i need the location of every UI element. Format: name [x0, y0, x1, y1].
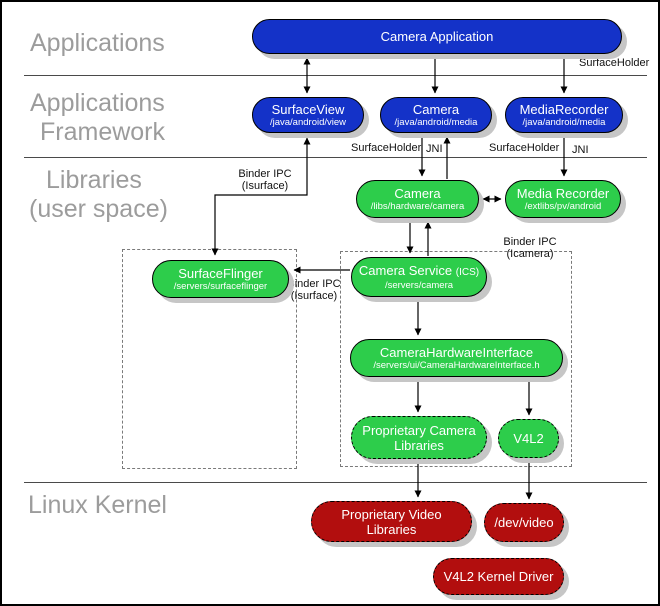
node-surfaceview-title: SurfaceView [271, 102, 345, 117]
node-mediarecorder-api: MediaRecorder /java/android/media [505, 97, 623, 133]
label-surfaceholder-recorder: SurfaceHolder [489, 142, 560, 154]
node-proprietary-camera-libraries: Proprietary Camera Libraries [351, 416, 487, 459]
label-binder-ipc-icamera-line2: (Icamera) [506, 248, 554, 260]
separator-libraries-kernel [24, 482, 647, 483]
node-camera-service: Camera Service (ICS) /servers/camera [351, 257, 487, 297]
edge-surfaceview-surfaceflinger [211, 137, 311, 256]
label-surfaceholder-camera: SurfaceHolder [351, 142, 422, 154]
node-camera-api-title: Camera [412, 102, 460, 117]
node-surfaceview: SurfaceView /java/android/view [252, 97, 364, 133]
node-chi-title: CameraHardwareInterface [379, 345, 534, 360]
label-binder-ipc-isurface-mid-line2: (Isurface) [290, 290, 338, 302]
node-dev-video: /dev/video [484, 503, 564, 542]
node-camera-service-subtitle: /servers/camera [384, 280, 454, 291]
layer-label-kernel: Linux Kernel [28, 491, 167, 519]
label-binder-ipc-isurface-mid: Binder IPC (Isurface) [283, 278, 345, 302]
node-media-recorder-lib-subtitle: /extlibs/pv/android [524, 201, 602, 212]
label-binder-ipc-isurface-top: Binder IPC (Isurface) [224, 168, 306, 192]
layer-label-framework-line2: Framework [40, 118, 166, 146]
separator-framework-libraries [24, 157, 647, 158]
node-surfaceflinger-title: SurfaceFlinger [178, 266, 263, 281]
node-camera-lib: Camera /libs/hardware/camera [356, 180, 479, 218]
label-surfaceholder-app: SurfaceHolder [579, 57, 650, 69]
node-media-recorder-lib: Media Recorder /extlibs/pv/android [505, 180, 621, 218]
node-camera-service-title: Camera Service (ICS) [359, 263, 479, 280]
node-camera-application: Camera Application [252, 19, 622, 54]
node-v4l2-kernel-driver-title: V4L2 Kernel Driver [443, 569, 554, 584]
label-binder-ipc-isurface-mid-line1: Binder IPC [287, 278, 341, 290]
label-binder-ipc-icamera-line1: Binder IPC [503, 236, 557, 248]
node-surfaceflinger: SurfaceFlinger /servers/surfaceflinger [152, 260, 289, 298]
group-box-camera-service [340, 251, 572, 467]
node-v4l2: V4L2 [498, 419, 559, 458]
node-camera-hardware-interface: CameraHardwareInterface /servers/ui/Came… [350, 339, 563, 377]
node-proprietary-camera-libraries-title: Proprietary Camera Libraries [362, 422, 476, 453]
separator-applications-framework [24, 75, 647, 76]
label-binder-ipc-icamera: Binder IPC (Icamera) [498, 236, 562, 260]
layer-label-libraries-line2: (user space) [29, 195, 168, 223]
node-chi-subtitle: /servers/ui/CameraHardwareInterface.h [373, 360, 540, 371]
layer-label-framework-line1: Applications [30, 89, 165, 117]
node-mediarecorder-api-subtitle: /java/android/media [522, 117, 606, 128]
node-surfaceflinger-subtitle: /servers/surfaceflinger [173, 281, 268, 292]
label-jni-recorder: JNI [572, 144, 589, 156]
group-box-surfaceflinger [122, 249, 297, 469]
node-camera-service-title-main: Camera Service [358, 263, 453, 278]
node-camera-application-title: Camera Application [380, 29, 494, 44]
label-binder-ipc-isurface-top-line2: (Isurface) [241, 180, 289, 192]
node-camera-lib-title: Camera [394, 186, 441, 201]
node-camera-api: Camera /java/android/media [380, 97, 492, 133]
layer-label-libraries-line1: Libraries [46, 166, 142, 194]
layer-label-applications: Applications [30, 29, 165, 57]
node-proprietary-video-libraries-title: Proprietary Video Libraries [341, 506, 442, 537]
node-proprietary-video-libraries: Proprietary Video Libraries [311, 501, 472, 542]
node-media-recorder-lib-title: Media Recorder [516, 186, 610, 201]
node-v4l2-title: V4L2 [513, 431, 544, 446]
node-v4l2-kernel-driver: V4L2 Kernel Driver [433, 558, 564, 595]
node-camera-service-title-suffix: (ICS) [455, 267, 480, 278]
node-dev-video-title: /dev/video [494, 515, 554, 530]
node-camera-api-subtitle: /java/android/media [394, 117, 478, 128]
label-binder-ipc-isurface-top-line1: Binder IPC [238, 168, 292, 180]
node-surfaceview-subtitle: /java/android/view [269, 117, 347, 128]
node-mediarecorder-api-title: MediaRecorder [519, 102, 609, 117]
node-camera-lib-subtitle: /libs/hardware/camera [370, 201, 465, 212]
label-jni-camera: JNI [426, 143, 443, 155]
